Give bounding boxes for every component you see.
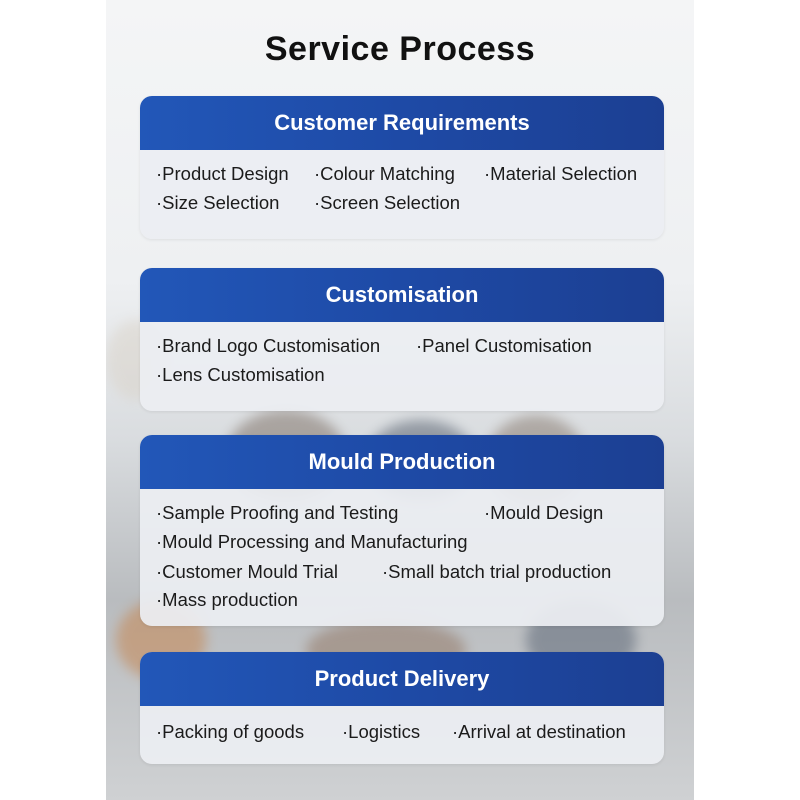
list-item: ·Material Selection	[484, 163, 638, 184]
section-body: ·Packing of goods ·Logistics ·Arrival at…	[140, 706, 664, 747]
list-item: ·Customer Mould Trial	[156, 560, 338, 582]
item-row: ·Mass production	[156, 586, 650, 615]
list-item: ·Mould Processing and Manufacturing	[156, 530, 468, 552]
list-item: ·Small batch trial production	[382, 560, 612, 582]
list-item: ·Arrival at destination	[452, 721, 626, 742]
page-title: Service Process	[264, 30, 536, 68]
section-heading: Customer Requirements	[140, 96, 664, 150]
section-heading: Customisation	[140, 268, 664, 322]
list-item: ·Product Design	[156, 163, 289, 184]
section-body: ·Sample Proofing and Testing ·Mould Desi…	[140, 489, 664, 615]
item-row: ·Size Selection ·Screen Selection	[156, 189, 650, 218]
section-body: ·Product Design ·Colour Matching ·Materi…	[140, 150, 664, 217]
list-item: ·Packing of goods	[156, 721, 305, 742]
section-card-customisation: Customisation ·Brand Logo Customisation …	[140, 268, 664, 411]
section-heading: Mould Production	[140, 435, 664, 489]
list-item: ·Brand Logo Customisation	[156, 335, 381, 356]
section-card-product-delivery: Product Delivery ·Packing of goods ·Logi…	[140, 652, 664, 764]
section-body: ·Brand Logo Customisation ·Panel Customi…	[140, 322, 664, 389]
item-row: ·Packing of goods ·Logistics ·Arrival at…	[156, 718, 650, 747]
list-item: ·Size Selection	[156, 191, 280, 213]
item-row: ·Customer Mould Trial ·Small batch trial…	[156, 558, 650, 587]
item-row: ·Lens Customisation	[156, 361, 650, 390]
item-row: ·Mould Processing and Manufacturing	[156, 528, 650, 557]
list-item: ·Lens Customisation	[156, 363, 325, 385]
section-card-customer-requirements: Customer Requirements ·Product Design ·C…	[140, 96, 664, 239]
list-item: ·Sample Proofing and Testing	[156, 502, 399, 523]
item-row: ·Brand Logo Customisation ·Panel Customi…	[156, 332, 650, 361]
section-heading: Product Delivery	[140, 652, 664, 706]
item-row: ·Sample Proofing and Testing ·Mould Desi…	[156, 499, 650, 528]
list-item: ·Screen Selection	[314, 191, 461, 213]
list-item: ·Colour Matching	[314, 163, 455, 184]
list-item: ·Logistics	[342, 721, 421, 742]
section-card-mould-production: Mould Production ·Sample Proofing and Te…	[140, 435, 664, 626]
list-item: ·Mass production	[156, 589, 298, 610]
item-row: ·Product Design ·Colour Matching ·Materi…	[156, 160, 650, 189]
list-item: ·Mould Design	[484, 502, 604, 523]
list-item: ·Panel Customisation	[416, 335, 592, 356]
